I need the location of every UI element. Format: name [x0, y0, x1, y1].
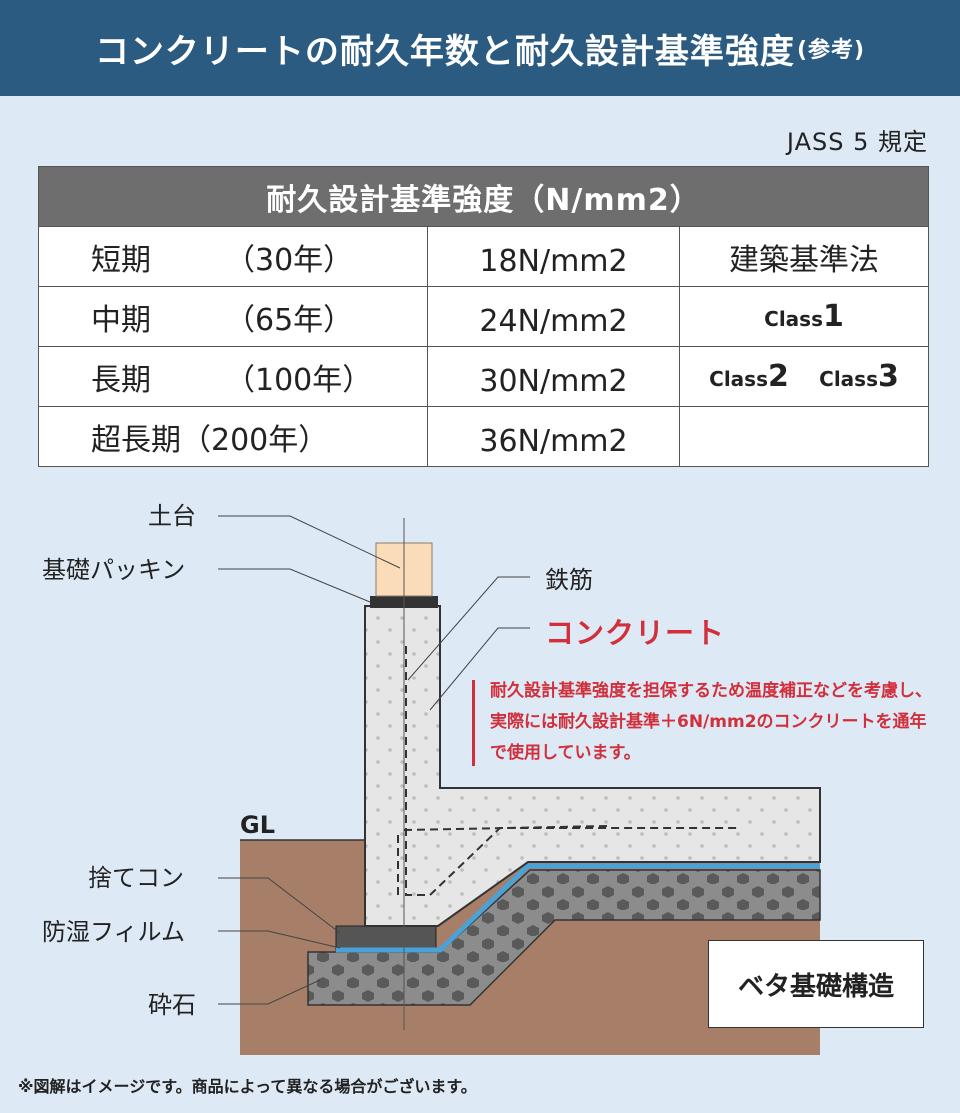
period-cell: 超長期（200年）	[38, 406, 428, 467]
class-cell: Class1	[679, 286, 929, 347]
law-cell: 建築基準法	[679, 226, 929, 287]
strength-cell: 30N/mm2	[427, 346, 680, 407]
gl-label: GL	[240, 811, 275, 839]
film-label: 防湿フィルム	[42, 918, 185, 946]
page-header: コンクリートの耐久年数と耐久設計基準強度(参考)	[0, 0, 960, 96]
period-cell: 短期 （30年）	[38, 226, 428, 287]
leader-gravel	[218, 979, 321, 1005]
concrete-note: 耐久設計基準強度を担保するため温度補正などを考慮し、実際には耐久設計基準＋6N/…	[490, 681, 932, 763]
note-accent-bar	[472, 680, 475, 766]
strength-cell: 24N/mm2	[427, 286, 680, 347]
period-years: （200年）	[181, 422, 329, 458]
gravel-label: 砕石	[148, 991, 196, 1019]
rebar-line	[403, 825, 609, 831]
period-cell: 長期 （100年）	[38, 346, 428, 407]
page-subtitle: (参考)	[796, 38, 866, 63]
rebar-line	[405, 646, 740, 896]
packing-label: 基礎パッキン	[42, 556, 185, 584]
leader-packing	[218, 568, 371, 603]
period-years: （30年）	[225, 242, 354, 278]
class-cell: Class2 Class3	[679, 346, 929, 407]
leader-blinding	[218, 877, 341, 934]
leader-sill	[218, 515, 401, 569]
strength-cell: 36N/mm2	[427, 406, 680, 467]
footnote: ※図解はイメージです。商品によって異なる場合がございます。	[18, 1077, 477, 1096]
foundation-diagram: GL 土台 基礎パッキン 捨てコン 防湿フィルム 砕石	[42, 502, 821, 1055]
table-row: 中期 （65年） 24N/mm2 Class1	[38, 286, 929, 347]
table-heading: 耐久設計基準強度（N/mm2）	[38, 166, 929, 227]
period-years: （100年）	[225, 362, 373, 398]
period-years: （65年）	[225, 302, 354, 338]
structure-name: ベタ基礎構造	[737, 971, 894, 1002]
blinding-label: 捨てコン	[88, 864, 184, 892]
table-header-row: 耐久設計基準強度（N/mm2）	[38, 166, 929, 227]
strength-table: 耐久設計基準強度（N/mm2） 短期 （30年） 18N/mm2 建築基準法 中期…	[38, 166, 929, 467]
table-row: 長期 （100年） 30N/mm2 Class2 Class3	[38, 346, 929, 407]
empty-cell	[679, 406, 929, 467]
period-cell: 中期 （65年）	[38, 286, 428, 347]
page-title: コンクリートの耐久年数と耐久設計基準強度	[94, 31, 795, 72]
moisture-film	[336, 863, 820, 953]
structure-name-box: ベタ基礎構造	[708, 940, 924, 1028]
period-label: 長期	[91, 362, 151, 398]
leader-concrete	[429, 627, 530, 711]
class-badge-3: Class3	[819, 359, 899, 394]
concrete-body	[364, 605, 821, 927]
period-label: 中期	[91, 302, 151, 338]
concrete-label: コンクリート	[545, 616, 726, 650]
standard-note: JASS 5 規定	[786, 128, 928, 156]
table-row: 短期 （30年） 18N/mm2 建築基準法	[38, 226, 929, 287]
rebar-label: 鉄筋	[545, 566, 593, 594]
leader-film	[218, 930, 341, 949]
sill-label: 土台	[148, 502, 196, 530]
period-label: 超長期	[91, 422, 181, 458]
leader-rebar	[407, 576, 530, 681]
period-label: 短期	[91, 242, 151, 278]
class-badge-1: Class1	[764, 299, 844, 334]
class-badge-2: Class2	[709, 359, 789, 394]
blinding-concrete	[335, 925, 437, 951]
strength-cell: 18N/mm2	[427, 226, 680, 287]
table-row: 超長期（200年） 36N/mm2	[38, 406, 929, 467]
